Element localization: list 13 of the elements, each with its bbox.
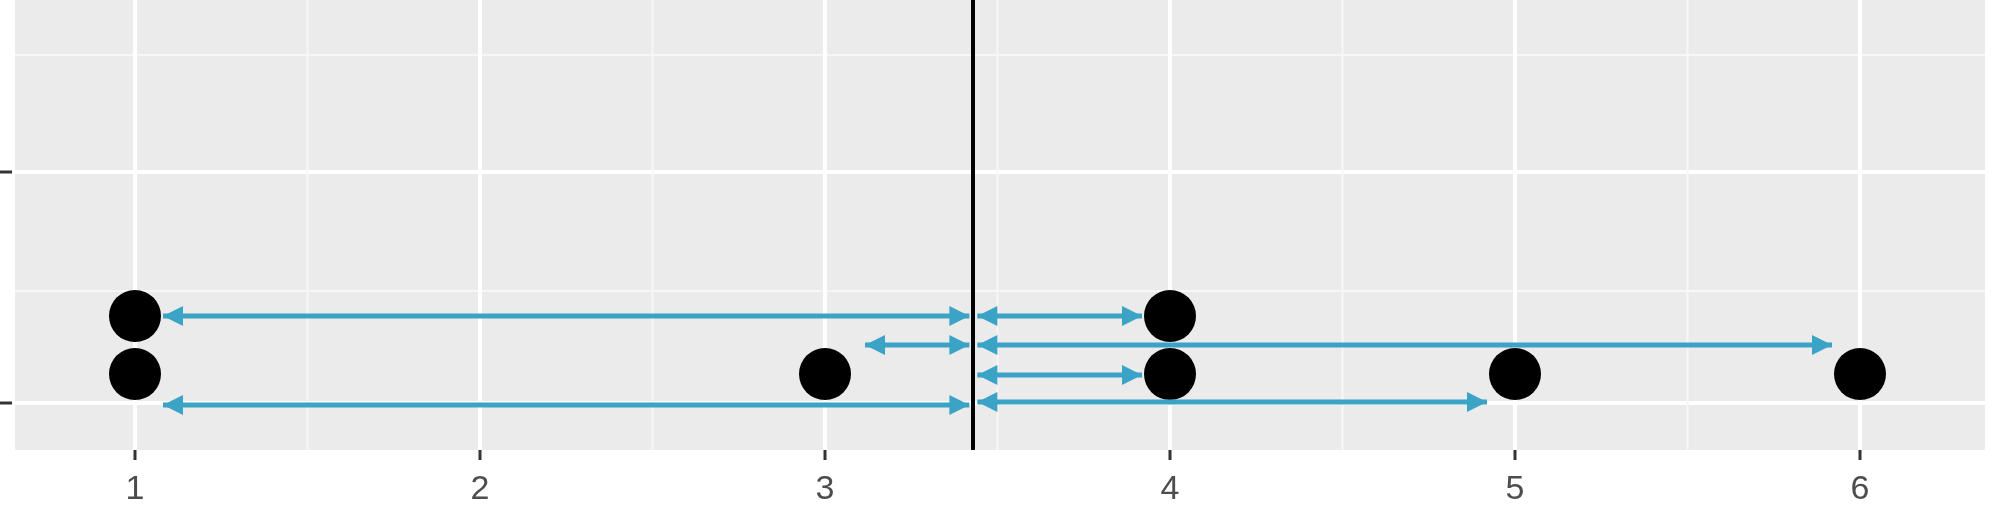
tick-label: 6 xyxy=(1850,468,1870,507)
double-arrow xyxy=(865,335,970,355)
double-arrow xyxy=(977,335,1832,355)
double-arrow xyxy=(977,306,1142,326)
double-arrow xyxy=(977,365,1142,385)
tick-label: 3 xyxy=(815,468,835,507)
tick-label: 4 xyxy=(1160,468,1180,507)
tick-label: 2 xyxy=(470,468,490,507)
tick-label: 5 xyxy=(1505,468,1525,507)
double-arrow xyxy=(163,306,970,326)
double-arrow xyxy=(977,392,1487,412)
double-arrow xyxy=(163,395,970,415)
tick-label: 1 xyxy=(125,468,145,507)
